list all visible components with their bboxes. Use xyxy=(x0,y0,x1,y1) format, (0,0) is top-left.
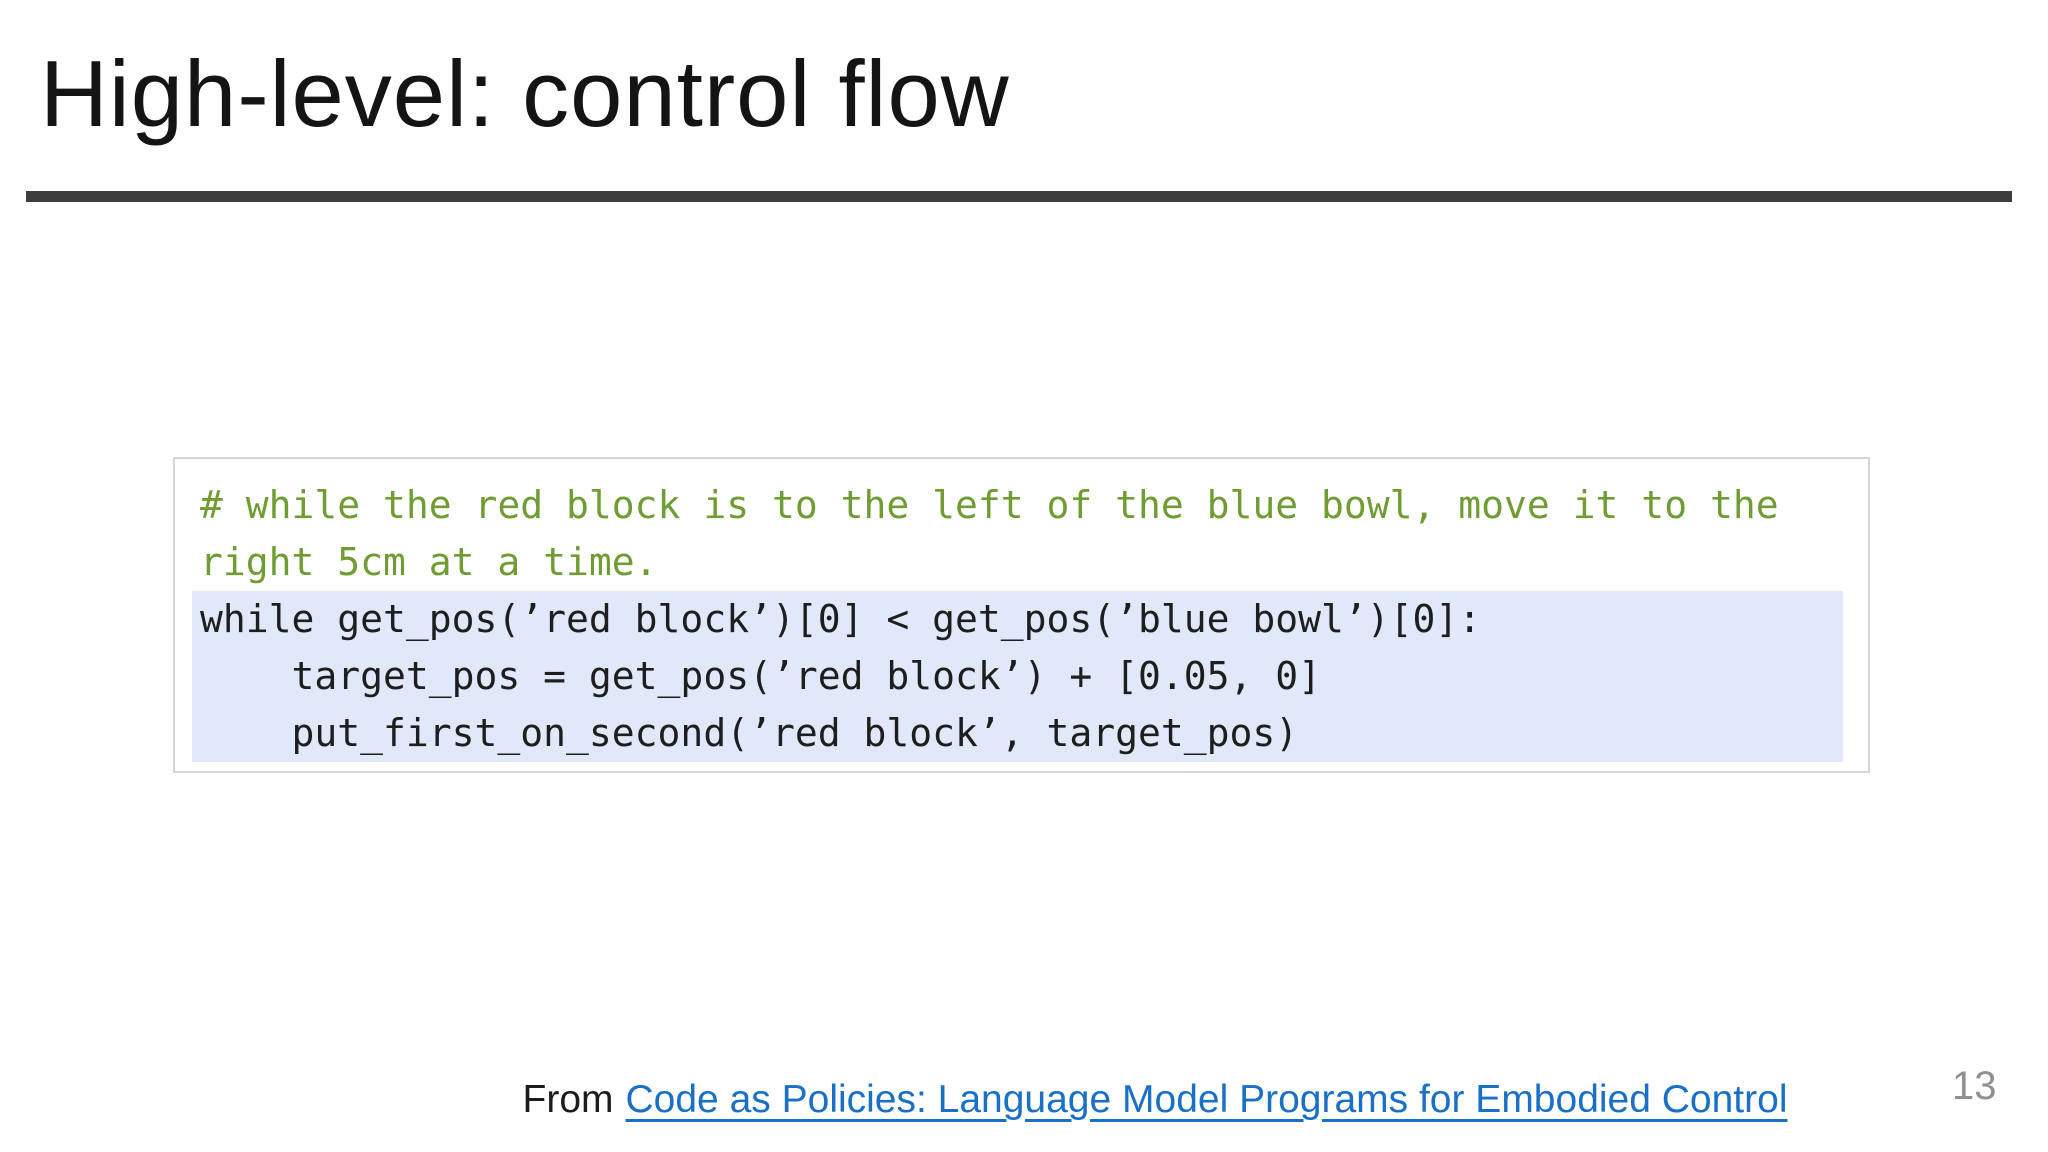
page-title: High-level: control flow xyxy=(40,41,1010,146)
code-block: # while the red block is to the left of … xyxy=(173,457,1870,773)
code-line: put_first_on_second(’red block’, target_… xyxy=(200,711,1299,755)
code-line: while get_pos(’red block’)[0] < get_pos(… xyxy=(200,597,1482,641)
code-line: target_pos = get_pos(’red block’) + [0.0… xyxy=(200,654,1322,698)
footer-citation: From Code as Policies: Language Model Pro… xyxy=(262,1078,2048,1122)
code-comment-line: right 5cm at a time. xyxy=(200,540,658,584)
code-comment-line: # while the red block is to the left of … xyxy=(200,483,1779,527)
page-number: 13 xyxy=(1952,1064,1997,1108)
citation-link[interactable]: Code as Policies: Language Model Program… xyxy=(625,1078,1788,1121)
citation-prefix: From xyxy=(522,1078,614,1121)
title-divider xyxy=(26,191,2012,202)
code-highlight: while get_pos(’red block’)[0] < get_pos(… xyxy=(192,591,1843,762)
